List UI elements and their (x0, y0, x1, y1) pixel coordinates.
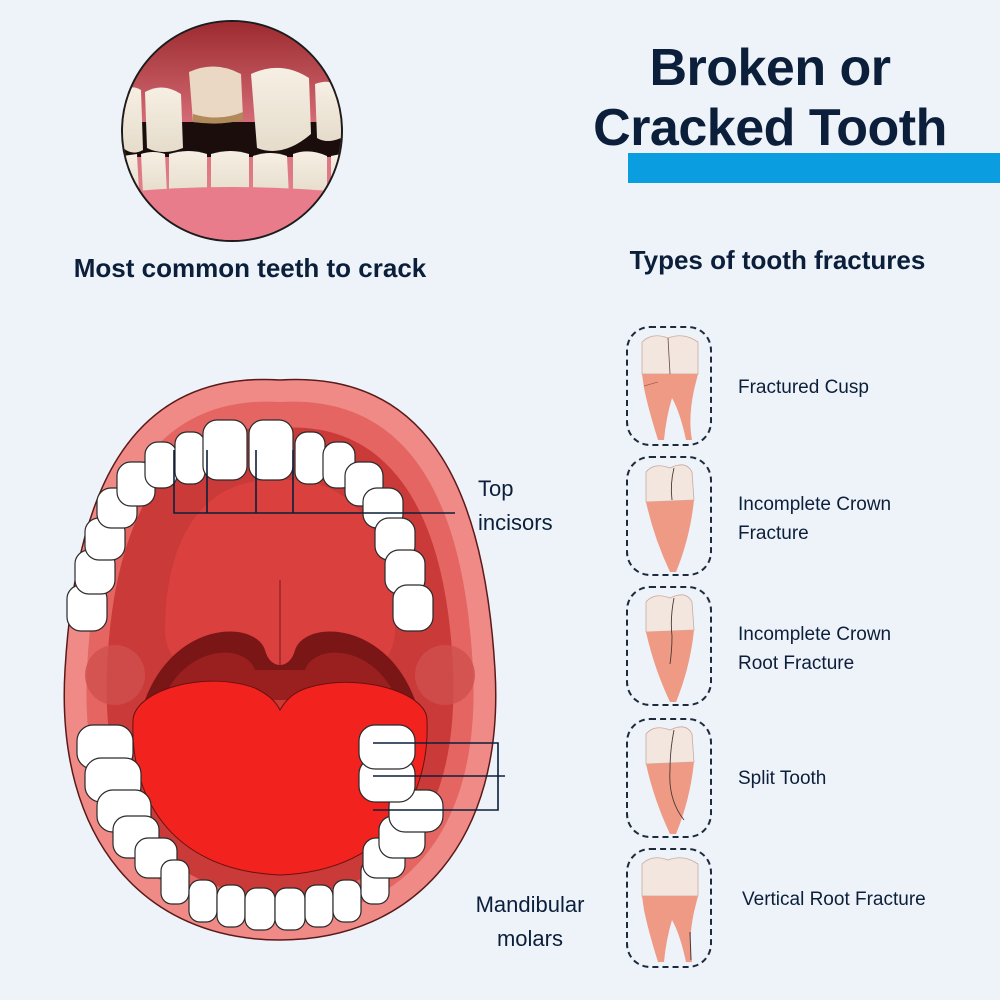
fracture-label-line-1: Incomplete Crown (738, 624, 892, 645)
fracture-item-incomplete-crown-root: Incomplete Crown Root Fracture (626, 586, 986, 710)
fracture-item-vertical-root: Vertical Root Fracture (626, 848, 986, 972)
mandibular-molars-label-line-2: molars (496, 926, 563, 951)
fracture-label-line-1: Vertical Root Fracture (742, 889, 926, 910)
lower-teeth (76, 724, 444, 931)
tooth-split-icon (626, 718, 712, 838)
fracture-label-line-1: Fractured Cusp (738, 377, 869, 398)
cracked-tooth-photo (121, 20, 343, 242)
fracture-label-line-1: Incomplete Crown (738, 494, 892, 515)
fracture-label-line-1: Split Tooth (738, 768, 827, 789)
fracture-label: Incomplete Crown Root Fracture (738, 620, 891, 678)
fracture-label: Split Tooth (738, 764, 826, 793)
upper-teeth (66, 419, 434, 632)
top-incisor-pointer (173, 450, 455, 514)
most-common-caption: Most common teeth to crack (73, 253, 427, 283)
fracture-item-fractured-cusp: Fractured Cusp (626, 326, 986, 450)
title-accent-bar (628, 153, 1000, 183)
mouth-illustration (63, 378, 531, 941)
fracture-label-line-2: Fracture (738, 523, 809, 544)
top-incisors-label-line-1: Top (478, 476, 514, 501)
open-mouth-diagram (55, 370, 531, 950)
mandibular-molars-label: Mandibular molars (468, 888, 592, 956)
title-line-1: Broken or (649, 39, 891, 97)
cracked-tooth-photo-illustration (123, 22, 341, 240)
molar-vertical-root-fracture-icon (626, 848, 712, 968)
molar-fractured-cusp-icon (626, 326, 712, 446)
fracture-label: Vertical Root Fracture (742, 885, 926, 914)
page-title: Broken or Cracked Tooth (560, 38, 980, 158)
top-incisors-label-line-2: incisors (478, 510, 553, 535)
title-line-2: Cracked Tooth (593, 99, 947, 157)
fracture-label: Incomplete Crown Fracture (738, 490, 891, 548)
fracture-label: Fractured Cusp (738, 373, 869, 402)
top-incisors-label: Top incisors (478, 472, 553, 540)
mandibular-molars-label-line-1: Mandibular (475, 892, 585, 917)
tooth-crown-root-fracture-icon (626, 586, 712, 706)
fracture-item-split-tooth: Split Tooth (626, 718, 986, 842)
tooth-incomplete-crown-fracture-icon (626, 456, 712, 576)
fracture-types-heading: Types of tooth fractures (629, 245, 926, 275)
fracture-item-incomplete-crown: Incomplete Crown Fracture (626, 456, 986, 580)
fracture-label-line-2: Root Fracture (738, 653, 855, 674)
